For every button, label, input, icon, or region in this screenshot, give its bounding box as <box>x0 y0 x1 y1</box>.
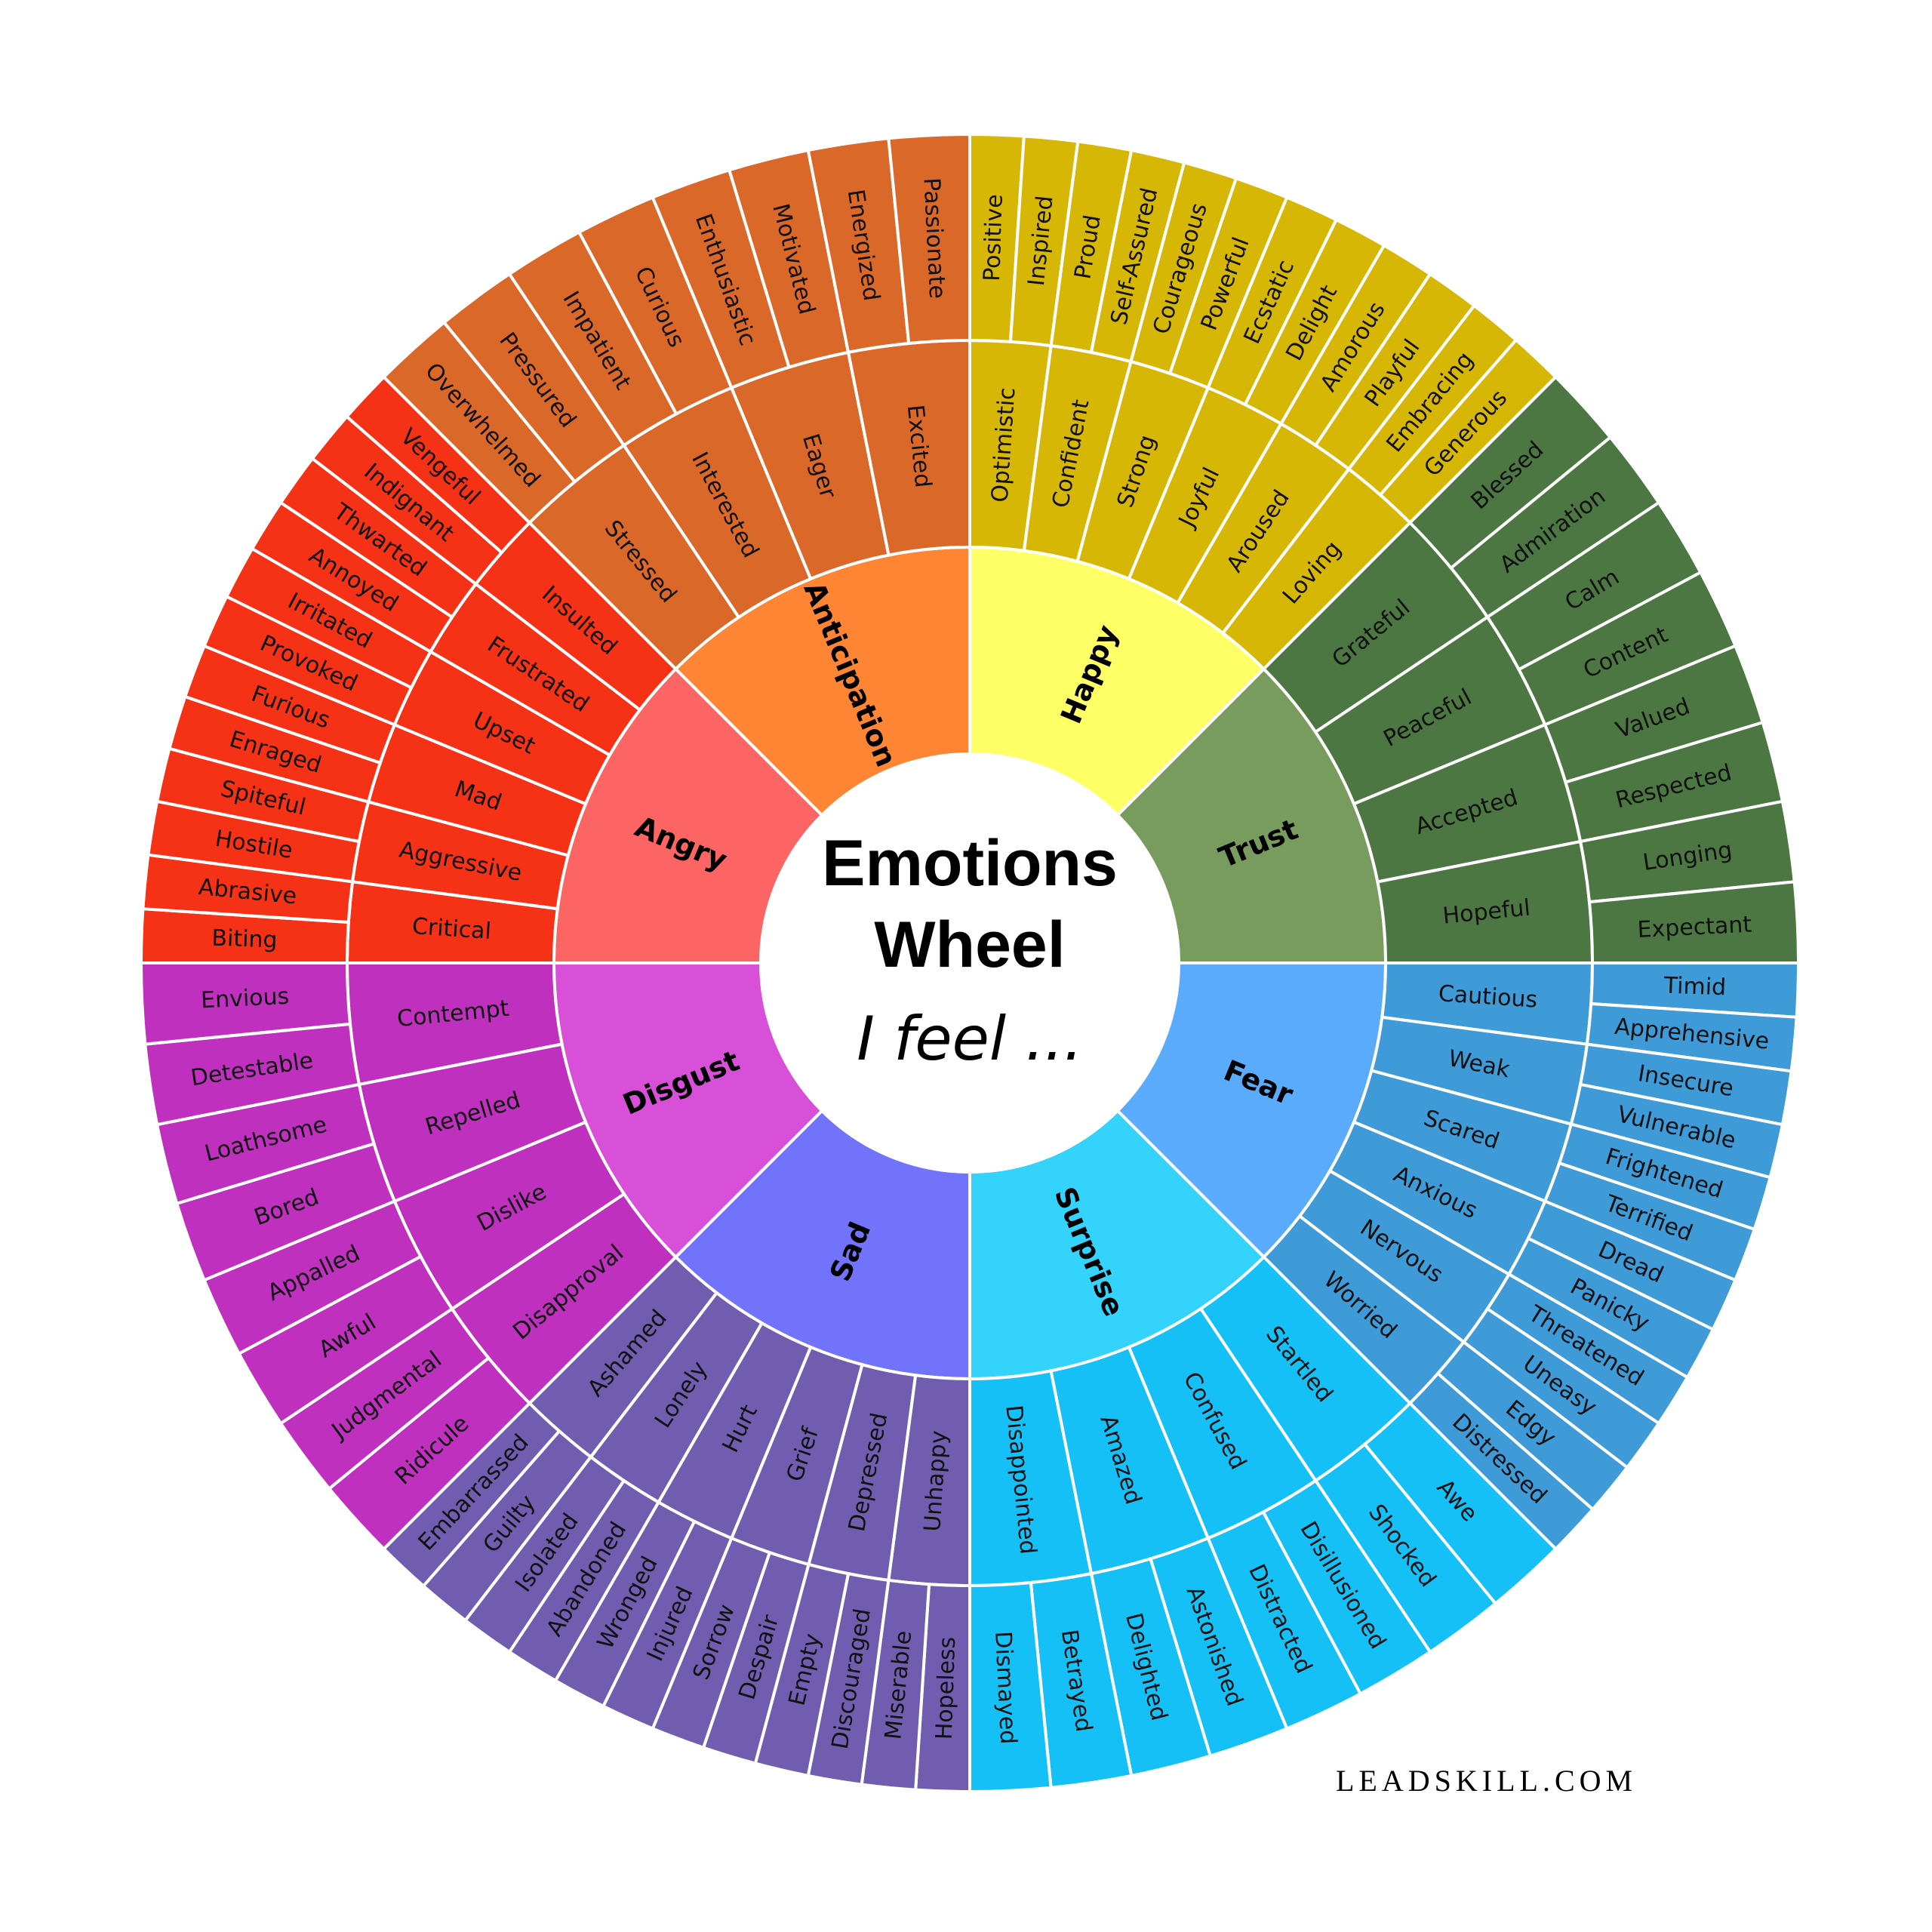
outer-label-expectant: Expectant <box>1637 912 1752 943</box>
outer-label-hopeless: Hopeless <box>931 1636 961 1740</box>
outer-label-passionate: Passionate <box>918 177 950 300</box>
wheel-subtitle: I feel ... <box>857 1004 1083 1074</box>
outer-sector-passionate <box>887 132 971 346</box>
outer-label-biting: Biting <box>211 925 278 954</box>
title-line-1: Emotions <box>822 827 1118 900</box>
middle-label-critical: Critical <box>411 913 492 945</box>
wheel-title: Emotions Wheel <box>761 823 1179 986</box>
center-circle <box>761 754 1179 1172</box>
title-line-2: Wheel <box>874 909 1066 981</box>
outer-label-envious: Envious <box>200 983 290 1014</box>
middle-label-cautious: Cautious <box>1438 980 1538 1014</box>
outer-label-positive: Positive <box>979 194 1008 282</box>
outer-label-timid: Timid <box>1663 973 1726 1001</box>
outer-label-dismayed: Dismayed <box>989 1631 1021 1745</box>
brand-logo: LEADSKILL.COM <box>1336 1764 1638 1798</box>
